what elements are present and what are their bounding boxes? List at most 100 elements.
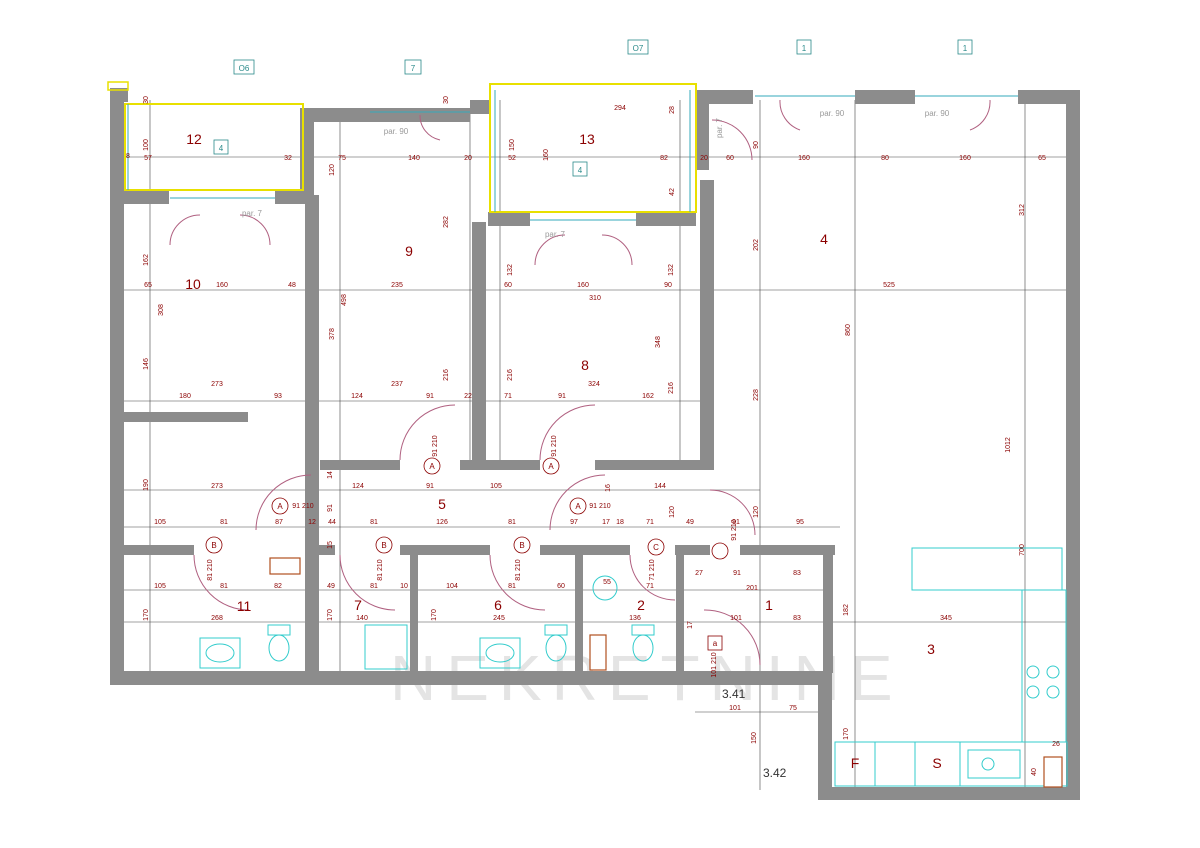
door-type-b-1: B xyxy=(211,541,216,550)
dim-83a: 83 xyxy=(793,570,801,577)
room-13-label: 13 xyxy=(579,131,595,147)
dim-16: 16 xyxy=(605,484,612,492)
fridge-label: F xyxy=(851,755,860,771)
dim-81e: 81 xyxy=(370,583,378,590)
dim-65a: 65 xyxy=(1038,155,1046,162)
dim-498: 498 xyxy=(341,294,348,306)
dim-170b: 170 xyxy=(327,609,334,621)
dim-105a: 105 xyxy=(490,483,502,490)
dim-10a: 10 xyxy=(400,583,408,590)
room-7-label: 7 xyxy=(354,597,362,613)
dim-91c: 91 xyxy=(426,483,434,490)
dim-75b: 75 xyxy=(789,705,797,712)
dim-120b: 120 xyxy=(669,506,676,518)
dim-100: 100 xyxy=(143,139,150,151)
dim-40: 40 xyxy=(1031,768,1038,776)
dim-30a: 30 xyxy=(143,96,150,104)
stove-label: S xyxy=(932,755,941,771)
window-tag-o6: O6 xyxy=(239,64,250,73)
dim-201: 201 xyxy=(746,585,758,592)
dim-93: 93 xyxy=(274,393,282,400)
room-11-label: 11 xyxy=(237,598,252,614)
door-type-a-4: A xyxy=(575,502,581,511)
dim-90b: 90 xyxy=(753,141,760,149)
par-label-3: par. 90 xyxy=(925,109,950,118)
dim-65b: 65 xyxy=(144,282,152,289)
dim-345: 345 xyxy=(940,615,952,622)
dim-140b: 140 xyxy=(356,615,368,622)
room-5-label: 5 xyxy=(438,496,446,512)
loggia-outlines xyxy=(107,81,1018,221)
dim-95: 95 xyxy=(796,519,804,526)
window-tag-4a: 4 xyxy=(219,144,224,153)
dim-81a: 81 xyxy=(220,519,228,526)
door-size-3: 91 210 xyxy=(292,503,314,510)
dim-105b: 105 xyxy=(154,519,166,526)
dim-26: 26 xyxy=(1052,741,1060,748)
window-tag-1a: 1 xyxy=(802,44,807,53)
walls xyxy=(110,88,1080,800)
dim-160d: 160 xyxy=(577,282,589,289)
dim-90: 90 xyxy=(664,282,672,289)
dim-18: 18 xyxy=(616,519,624,526)
door-size-2: 91 210 xyxy=(551,435,558,457)
dim-170a: 170 xyxy=(143,609,150,621)
dim-120a: 120 xyxy=(329,164,336,176)
dim-20b: 20 xyxy=(700,155,708,162)
dim-17a: 17 xyxy=(602,519,610,526)
dim-22: 22 xyxy=(464,393,472,400)
room-1-label: 1 xyxy=(765,597,773,613)
dim-55: 55 xyxy=(603,579,611,586)
kitchen-units xyxy=(834,547,1068,787)
door-size-10: 101 210 xyxy=(711,652,718,677)
dim-32: 32 xyxy=(284,155,292,162)
door-size-1: 91 210 xyxy=(432,435,439,457)
dim-160e: 160 xyxy=(543,149,550,161)
dim-216a: 216 xyxy=(443,369,450,381)
dim-71b: 71 xyxy=(646,519,654,526)
dim-294: 294 xyxy=(614,105,626,112)
dim-30b: 30 xyxy=(443,96,450,104)
dim-237: 237 xyxy=(391,381,403,388)
room-9-label: 9 xyxy=(405,243,413,259)
door-swings xyxy=(169,99,991,666)
dim-17b: 17 xyxy=(687,621,694,629)
sanitary-fixtures xyxy=(199,575,655,670)
door-type-b-3: B xyxy=(519,541,524,550)
dim-860: 860 xyxy=(845,324,852,336)
dim-60c: 60 xyxy=(557,583,565,590)
dim-8: 8 xyxy=(126,153,130,160)
dim-15: 15 xyxy=(327,541,334,549)
dim-235: 235 xyxy=(391,282,403,289)
dim-120c: 120 xyxy=(753,506,760,518)
dim-312: 312 xyxy=(1019,204,1026,216)
door-size-5: 81 210 xyxy=(207,559,214,581)
level-3-42: 3.42 xyxy=(763,766,787,780)
par-label-4: par. 7 xyxy=(242,209,263,218)
dim-91b: 91 xyxy=(558,393,566,400)
dim-91e: 91 xyxy=(733,570,741,577)
door-type-a-small: a xyxy=(713,639,718,648)
dim-91f: 91 xyxy=(327,504,334,512)
par-label-2: par. 90 xyxy=(820,109,845,118)
room-10-label: 10 xyxy=(185,276,201,292)
dim-228: 228 xyxy=(753,389,760,401)
window-tag-7: 7 xyxy=(411,64,416,73)
dim-162b: 162 xyxy=(143,254,150,266)
dim-378: 378 xyxy=(329,328,336,340)
dim-150b: 150 xyxy=(751,732,758,744)
window-tag-4b: 4 xyxy=(578,166,583,175)
dim-310: 310 xyxy=(589,295,601,302)
dim-124b: 124 xyxy=(352,483,364,490)
dim-60: 60 xyxy=(726,155,734,162)
par-label-1: par. 90 xyxy=(384,127,409,136)
dim-49a: 49 xyxy=(686,519,694,526)
dim-52: 52 xyxy=(508,155,516,162)
dim-160a: 160 xyxy=(798,155,810,162)
window-tag-o7: O7 xyxy=(633,44,644,53)
door-type-b-2: B xyxy=(381,541,386,550)
dim-126: 126 xyxy=(436,519,448,526)
dim-190: 190 xyxy=(143,479,150,491)
dim-12a: 12 xyxy=(308,519,316,526)
